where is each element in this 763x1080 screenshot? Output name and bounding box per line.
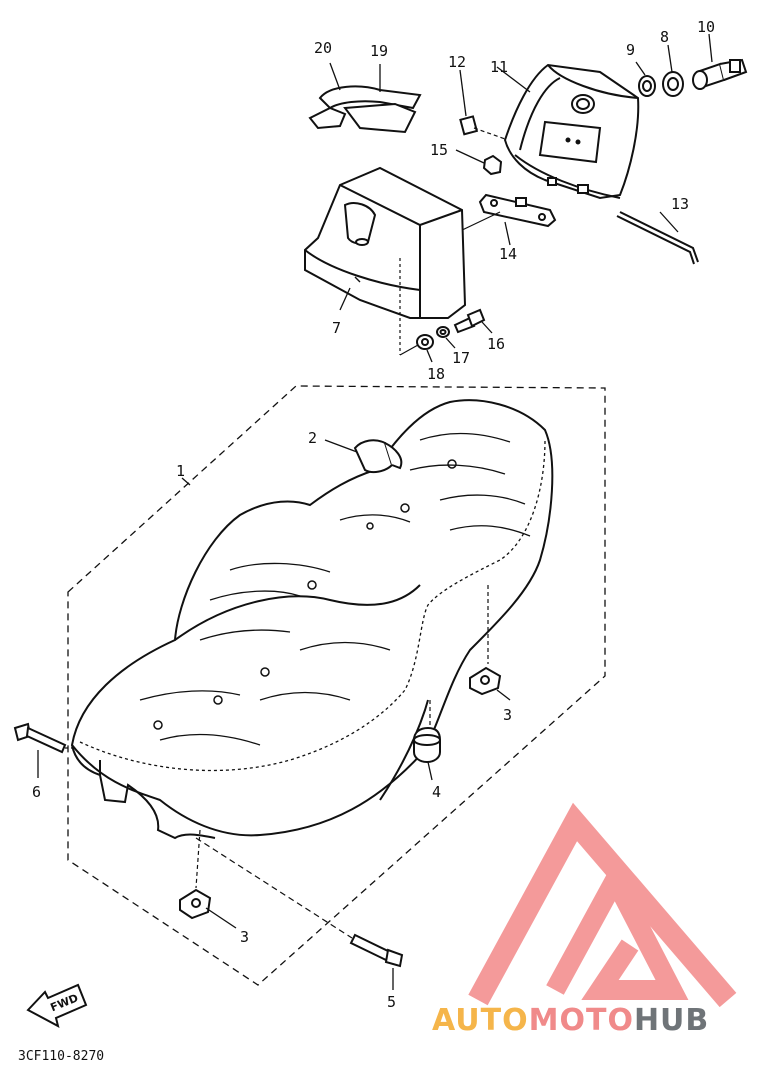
callout-4: 4 [432,783,441,801]
washer-part-9 [635,61,656,97]
logo-text-auto: AUTO [432,1003,529,1038]
lock-cylinder-part [692,33,748,90]
reference-code: 3CF110-8270 [18,1049,104,1064]
callout-16: 16 [487,335,505,353]
seat-part [70,399,554,840]
strap-bracket-parts-19-20 [308,62,422,134]
callout-6: 6 [32,783,41,801]
callout-10: 10 [697,18,715,36]
callout-15: 15 [430,141,448,159]
logo-triangle-icon [468,802,737,1008]
fastener-parts-16-17-18 [399,308,493,363]
nut-part-15 [455,149,503,176]
callout-18: 18 [427,365,445,383]
callout-7: 7 [332,319,341,337]
callout-14: 14 [499,245,517,263]
fwd-arrow-icon: FWD [26,983,88,1028]
bolt-part-5 [195,837,404,990]
automotohub-logo: AUTOMOTOHUB [432,802,737,1038]
seat-assembly-boundary [67,385,606,986]
callout-1: 1 [176,462,185,480]
nut-part-12 [459,69,509,141]
callout-13: 13 [671,195,689,213]
callout-8: 8 [660,28,669,46]
grommet-part-8 [662,44,684,97]
rod-part-13 [616,211,699,265]
tail-box-part [496,63,640,200]
bolt-part-6 [13,722,67,778]
bracket-part-3-upper [469,585,511,701]
callout-2: 2 [308,429,317,447]
logo-text: AUTOMOTOHUB [432,1003,709,1038]
logo-text-moto: MOTO [529,1003,634,1038]
callout-19: 19 [370,42,388,60]
plate-part-14 [457,193,557,246]
logo-outer-triangle [468,802,737,1008]
callout-labels: 1 2 3 3 4 5 6 7 8 9 10 11 12 13 14 15 16… [32,18,715,1011]
cover-part-7 [304,166,467,355]
callout-20: 20 [314,39,332,57]
seat-strap-part [324,439,403,474]
callout-9: 9 [626,41,635,59]
damper-part [413,700,441,781]
callout-3-lower: 3 [240,928,249,946]
bracket-part-3-lower [179,888,237,929]
callout-11: 11 [490,58,508,76]
callout-17: 17 [452,349,470,367]
logo-text-hub: HUB [634,1003,709,1038]
logo-inner-mark [546,858,689,1000]
callout-3-upper: 3 [503,706,512,724]
callout-12: 12 [448,53,466,71]
callout-5: 5 [387,993,396,1011]
